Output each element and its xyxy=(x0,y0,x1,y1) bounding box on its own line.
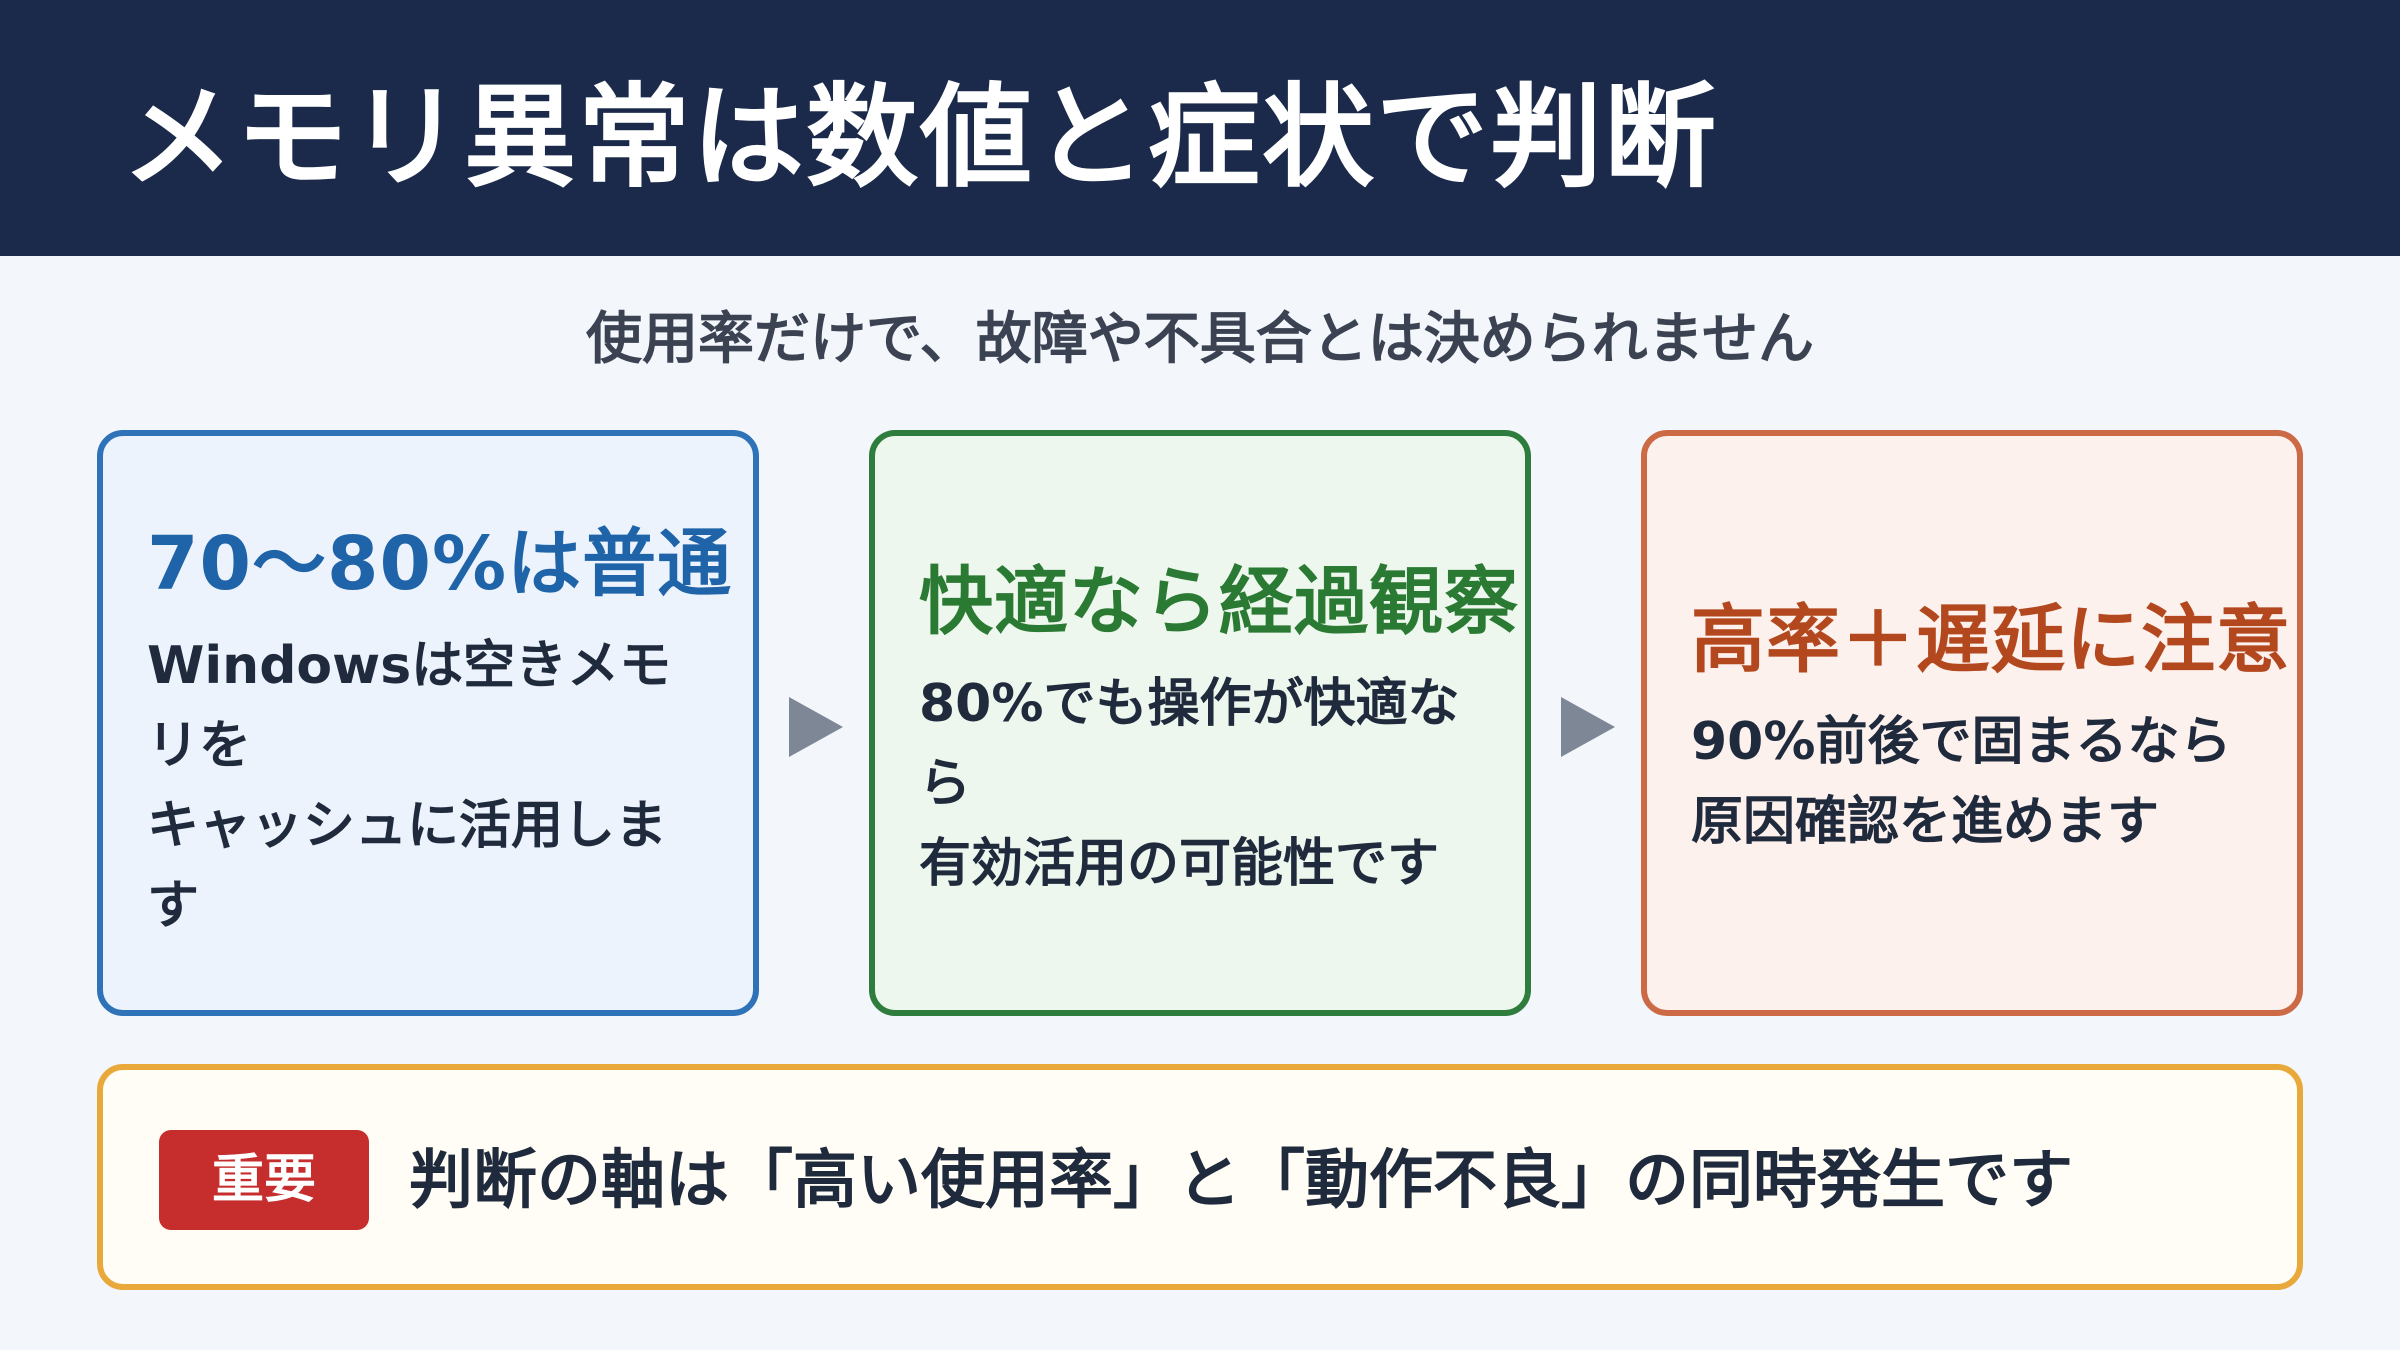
note-text: 判断の軸は「高い使用率」と「動作不良」の同時発生です xyxy=(409,1144,2073,1218)
card-content: 70〜80%は普通 Windowsは空きメモリを キャッシュに活用します xyxy=(147,516,753,946)
card-content: 高率＋遅延に注意 90%前後で固まるなら 原因確認を進めます xyxy=(1691,592,2297,862)
card-observe: 快適なら経過観察 80%でも操作が快適なら 有効活用の可能性です xyxy=(869,430,1531,1016)
arrow-right-icon xyxy=(1561,697,1615,757)
page-title: メモリ異常は数値と症状で判断 xyxy=(122,73,1718,203)
card-content: 快適なら経過観察 80%でも操作が快適なら 有効活用の可能性です xyxy=(919,554,1525,904)
card-body: Windowsは空きメモリを キャッシュに活用します xyxy=(147,636,672,936)
card-heading: 70〜80%は普通 xyxy=(147,521,733,607)
arrow-right-icon xyxy=(789,697,843,757)
header-bar: メモリ異常は数値と症状で判断 xyxy=(0,0,2400,256)
card-caution: 高率＋遅延に注意 90%前後で固まるなら 原因確認を進めます xyxy=(1641,430,2303,1016)
important-badge: 重要 xyxy=(159,1130,369,1230)
card-body: 90%前後で固まるなら 原因確認を進めます xyxy=(1691,712,2232,852)
important-note: 重要 判断の軸は「高い使用率」と「動作不良」の同時発生です xyxy=(97,1064,2303,1290)
card-normal-usage: 70〜80%は普通 Windowsは空きメモリを キャッシュに活用します xyxy=(97,430,759,1016)
card-heading: 高率＋遅延に注意 xyxy=(1691,597,2291,683)
subtitle: 使用率だけで、故障や不具合とは決められません xyxy=(585,307,1815,372)
card-body: 80%でも操作が快適なら 有効活用の可能性です xyxy=(919,674,1460,894)
card-heading: 快適なら経過観察 xyxy=(919,559,1519,645)
